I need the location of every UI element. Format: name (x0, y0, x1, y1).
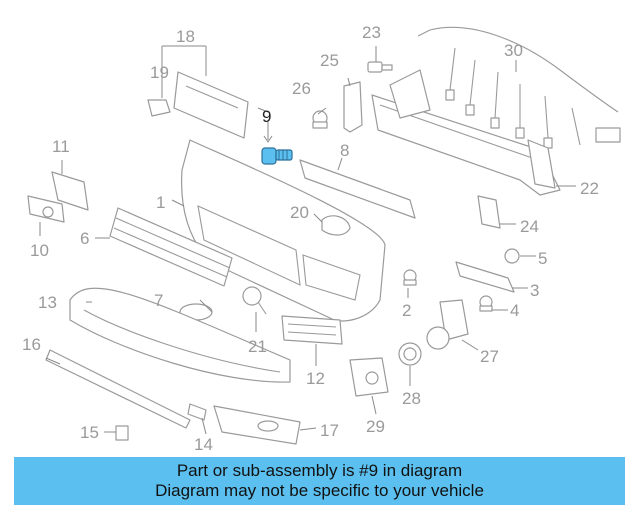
part-18-license-plate-bracket[interactable] (173, 71, 249, 139)
part-25-bracket[interactable] (343, 81, 363, 133)
part-5-clip[interactable] (504, 248, 520, 264)
callout-6: 6 (80, 229, 89, 248)
banner-line-2: Diagram may not be specific to your vehi… (155, 481, 484, 500)
callout-9: 9 (262, 107, 271, 126)
part-27-parking-sensor[interactable] (426, 299, 469, 350)
callout-29: 29 (366, 417, 385, 436)
part-14-strip[interactable] (187, 403, 207, 421)
callout-2: 2 (402, 301, 411, 320)
callout-3: 3 (530, 281, 539, 300)
part-17-lower-trim[interactable] (213, 405, 301, 445)
callout-17: 17 (320, 421, 339, 440)
part-30-wiring-harness[interactable] (417, 26, 621, 149)
part-29-sensor-bracket[interactable] (349, 357, 389, 397)
parts-diagram: 1 2 3 4 5 6 7 8 9 10 11 12 13 14 15 16 1… (22, 23, 621, 454)
part-26-bolt[interactable] (312, 110, 328, 129)
callout-21: 21 (248, 337, 267, 356)
callout-23: 23 (362, 23, 381, 42)
part-4-bolt[interactable] (479, 295, 493, 312)
part-10-sensor-bracket[interactable] (27, 195, 65, 223)
callout-27: 27 (480, 347, 499, 366)
callout-19: 19 (150, 63, 169, 82)
callout-labels: 1 2 3 4 5 6 7 8 9 10 11 12 13 14 15 16 1… (22, 23, 599, 454)
callout-1: 1 (156, 193, 165, 212)
leader-lines (39, 45, 576, 435)
callout-7: 7 (154, 291, 163, 310)
callout-28: 28 (402, 389, 421, 408)
callout-13: 13 (38, 293, 57, 312)
callout-18: 18 (176, 27, 195, 46)
callout-11: 11 (52, 137, 70, 156)
part-13-lower-spoiler[interactable] (69, 287, 291, 383)
callout-30: 30 (504, 41, 523, 60)
part-12-fog-grille[interactable] (281, 315, 343, 345)
part-3-guide-bracket[interactable] (455, 261, 515, 293)
callout-24: 24 (520, 217, 539, 236)
part-8-upper-bracket[interactable] (299, 159, 416, 219)
part-23-bolt[interactable] (367, 61, 393, 73)
callout-5: 5 (538, 249, 547, 268)
callout-8: 8 (340, 141, 349, 160)
part-2-bolt[interactable] (403, 269, 417, 286)
part-20-cap[interactable] (321, 215, 351, 236)
part-28-sensor-ring[interactable] (398, 342, 422, 366)
banner-line-1: Part or sub-assembly is #9 in diagram (176, 461, 463, 480)
part-19-clip[interactable] (147, 99, 171, 117)
callout-25: 25 (320, 51, 339, 70)
part-6-grille[interactable] (109, 207, 233, 287)
callout-10: 10 (30, 241, 49, 260)
callout-20: 20 (290, 203, 309, 222)
callout-14: 14 (194, 435, 213, 454)
callout-15: 15 (80, 423, 99, 442)
callout-22: 22 (580, 179, 599, 198)
part-15-clip[interactable] (115, 425, 129, 441)
part-11-bracket[interactable] (51, 171, 89, 211)
callout-26: 26 (292, 79, 311, 98)
part-9-bolt[interactable] (261, 147, 293, 165)
callout-4: 4 (510, 301, 519, 320)
info-banner: Part or sub-assembly is #9 in diagram Di… (14, 457, 625, 505)
part-16-lip-molding[interactable] (45, 349, 191, 429)
callout-16: 16 (22, 335, 41, 354)
part-24-bracket[interactable] (477, 195, 501, 229)
part-22-impact-bar[interactable] (371, 69, 561, 196)
callout-12: 12 (306, 369, 325, 388)
part-21-tow-hook-cap[interactable] (242, 286, 267, 315)
part-1-bumper-cover[interactable] (181, 139, 386, 322)
